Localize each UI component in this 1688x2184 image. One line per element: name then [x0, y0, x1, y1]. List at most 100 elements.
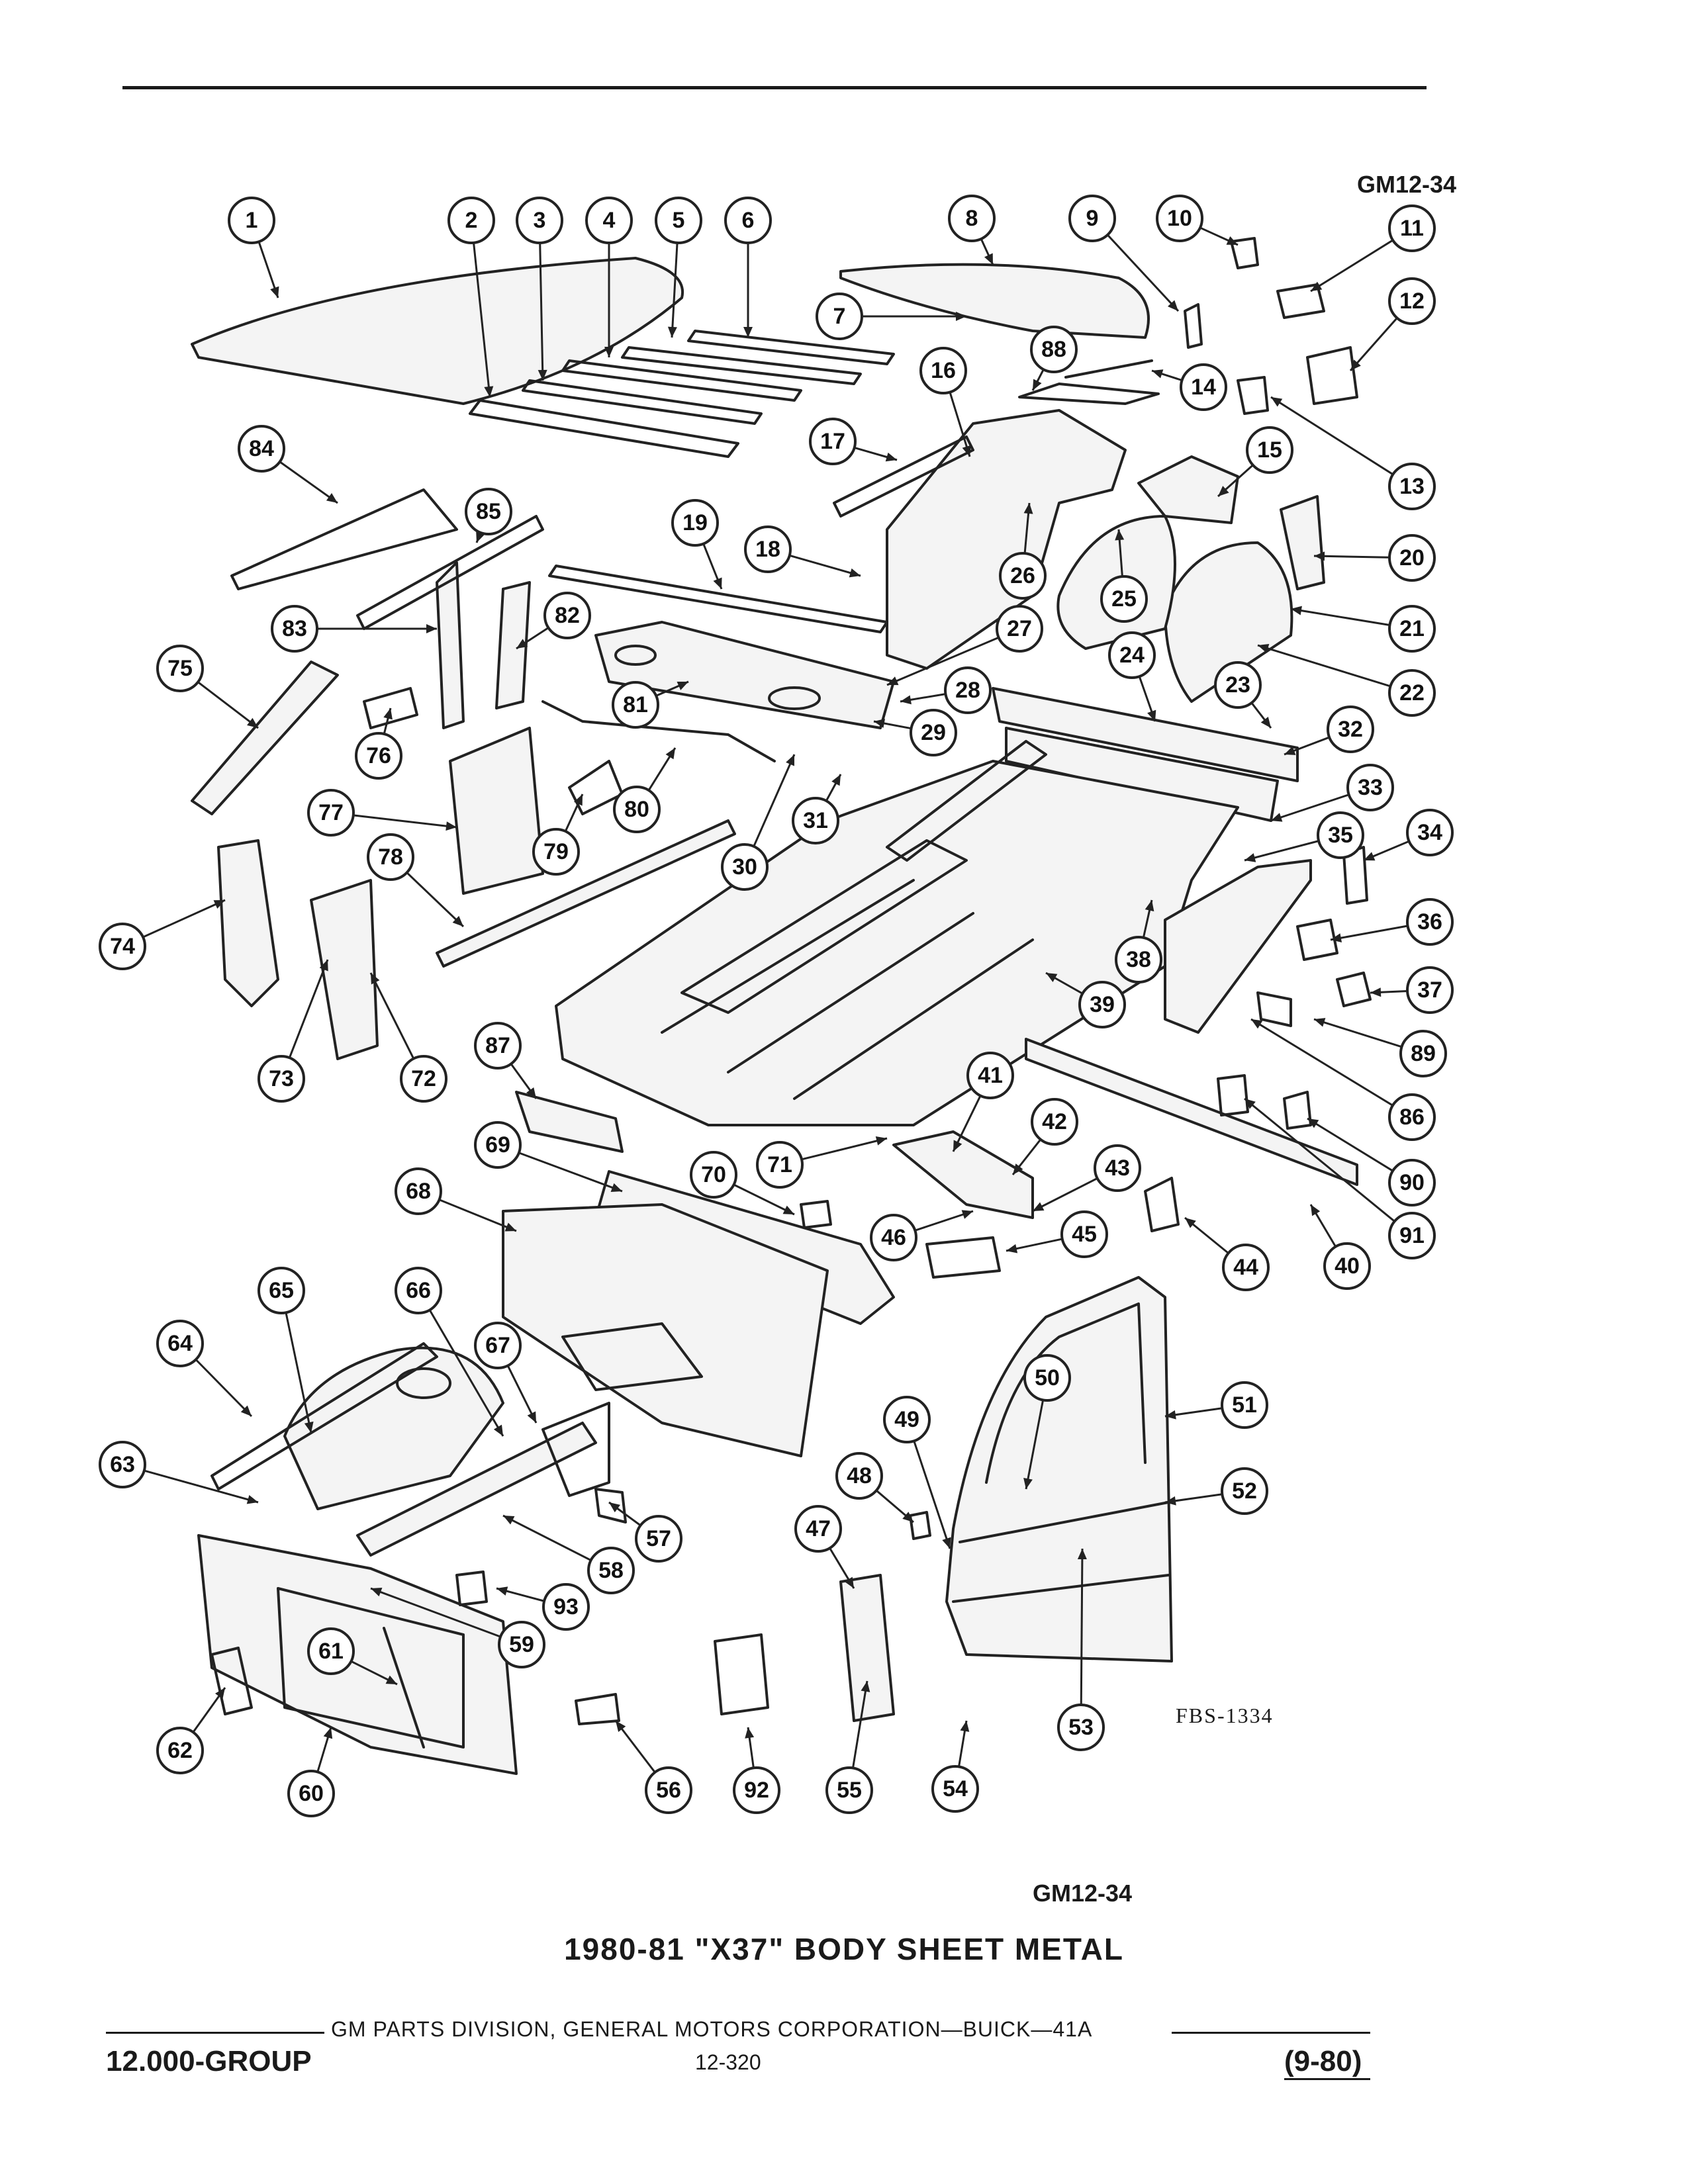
bracket-89 [1256, 991, 1292, 1027]
rear-panel-32 [992, 687, 1299, 782]
leader-line-43 [1032, 1177, 1098, 1212]
leader-arrow-14 [1152, 369, 1164, 379]
leader-arrow-26 [1023, 503, 1033, 514]
callout-number-24: 24 [1119, 643, 1145, 668]
leader-line-91 [1244, 1097, 1395, 1222]
leader-arrow-28 [900, 695, 912, 705]
callout-number-80: 80 [624, 797, 649, 822]
callout-number-87: 87 [485, 1033, 510, 1058]
callout-circle-18 [744, 525, 792, 573]
leader-arrow-29 [874, 719, 886, 728]
callout-number-32: 32 [1338, 717, 1363, 742]
callout-number-11: 11 [1400, 216, 1424, 241]
leader-arrow-45 [1006, 1244, 1018, 1253]
callout-circle-51 [1221, 1381, 1268, 1429]
figure-code: FBS-1334 [1176, 1704, 1274, 1727]
callout-74: 74 [99, 923, 146, 970]
leader-line-71 [801, 1137, 888, 1161]
callout-14: 14 [1180, 363, 1227, 411]
callout-circle-39 [1078, 981, 1126, 1028]
callout-number-69: 69 [485, 1132, 510, 1158]
callout-number-41: 41 [978, 1063, 1003, 1088]
leader-line-22 [1257, 644, 1391, 688]
leader-arrow-62 [214, 1688, 225, 1700]
callout-number-62: 62 [167, 1738, 193, 1763]
leader-arrow-31 [831, 774, 841, 786]
roof-rail-85 [356, 515, 544, 630]
leader-arrow-25 [1115, 529, 1125, 541]
callout-84: 84 [238, 425, 285, 473]
leader-line-50 [1025, 1400, 1045, 1490]
footer-date: (9-80) [1284, 2045, 1362, 2077]
callout-number-26: 26 [1010, 563, 1035, 588]
leader-arrow-83 [426, 624, 437, 633]
callout-25: 25 [1100, 575, 1148, 623]
callout-61: 61 [307, 1627, 355, 1675]
leader-line-66 [428, 1309, 504, 1437]
bracket-70 [800, 1200, 832, 1229]
callout-number-65: 65 [269, 1278, 294, 1303]
callout-number-12: 12 [1399, 289, 1425, 314]
callout-number-14: 14 [1191, 375, 1216, 400]
callout-number-78: 78 [378, 844, 403, 870]
leader-line-9 [1107, 234, 1180, 312]
callout-number-39: 39 [1090, 992, 1115, 1017]
callout-number-8: 8 [966, 206, 978, 231]
callout-circle-47 [794, 1505, 842, 1553]
callout-8: 8 [948, 195, 996, 242]
callout-circle-91 [1388, 1212, 1436, 1259]
leader-line-5 [671, 242, 679, 338]
callout-circle-32 [1327, 705, 1374, 753]
footer-group: 12.000-GROUP [106, 2045, 312, 2077]
leader-line-64 [195, 1359, 253, 1418]
callout-number-42: 42 [1042, 1109, 1067, 1134]
callout-46: 46 [870, 1214, 917, 1261]
callout-number-40: 40 [1335, 1253, 1360, 1279]
pillar-17 [833, 435, 974, 518]
support-brace-61 [383, 1627, 425, 1749]
callout-55: 55 [825, 1766, 873, 1814]
leader-arrow-24 [1147, 709, 1156, 721]
footer-rule-bottom [1284, 2078, 1370, 2080]
callout-71: 71 [756, 1141, 804, 1189]
leader-arrow-5 [667, 326, 677, 338]
callout-circle-55 [825, 1766, 873, 1814]
door-lower-line [952, 1574, 1170, 1603]
callout-circle-83 [271, 605, 318, 653]
leader-arrow-51 [1165, 1410, 1176, 1420]
callout-number-21: 21 [1399, 616, 1425, 641]
callout-number-9: 9 [1086, 206, 1099, 231]
bracket-57 [594, 1488, 627, 1524]
callout-circle-35 [1317, 811, 1364, 859]
bracket-9 [1184, 303, 1203, 349]
floor-rib-3 [793, 938, 1034, 1100]
callout-circle-88 [1030, 326, 1078, 373]
callout-36: 36 [1406, 898, 1454, 946]
leader-arrow-68 [504, 1222, 516, 1232]
callout-57: 57 [635, 1515, 682, 1563]
callout-7: 7 [816, 293, 863, 340]
callout-number-75: 75 [167, 656, 193, 681]
deck-lid-strut [1064, 359, 1153, 379]
front-rail-67 [541, 1402, 610, 1497]
leader-arrow-76 [383, 708, 393, 720]
callout-number-92: 92 [744, 1778, 769, 1803]
callout-circle-92 [733, 1766, 780, 1814]
callout-number-31: 31 [803, 808, 828, 833]
callout-circle-24 [1108, 631, 1156, 679]
leader-arrow-34 [1364, 852, 1376, 861]
callout-circle-5 [655, 197, 702, 244]
speaker-hole-left [614, 645, 657, 666]
callout-number-79: 79 [543, 839, 569, 864]
callout-number-36: 36 [1417, 909, 1442, 934]
callout-62: 62 [156, 1727, 204, 1774]
callout-number-29: 29 [921, 720, 946, 745]
callout-number-18: 18 [755, 537, 780, 562]
bracket-90 [1283, 1091, 1312, 1130]
radiator-opening [277, 1587, 465, 1749]
leader-arrow-42 [1013, 1163, 1023, 1175]
leader-arrow-74 [213, 900, 225, 909]
leader-arrow-10 [1226, 236, 1238, 245]
callout-number-60: 60 [299, 1781, 324, 1806]
callout-37: 37 [1406, 966, 1454, 1014]
